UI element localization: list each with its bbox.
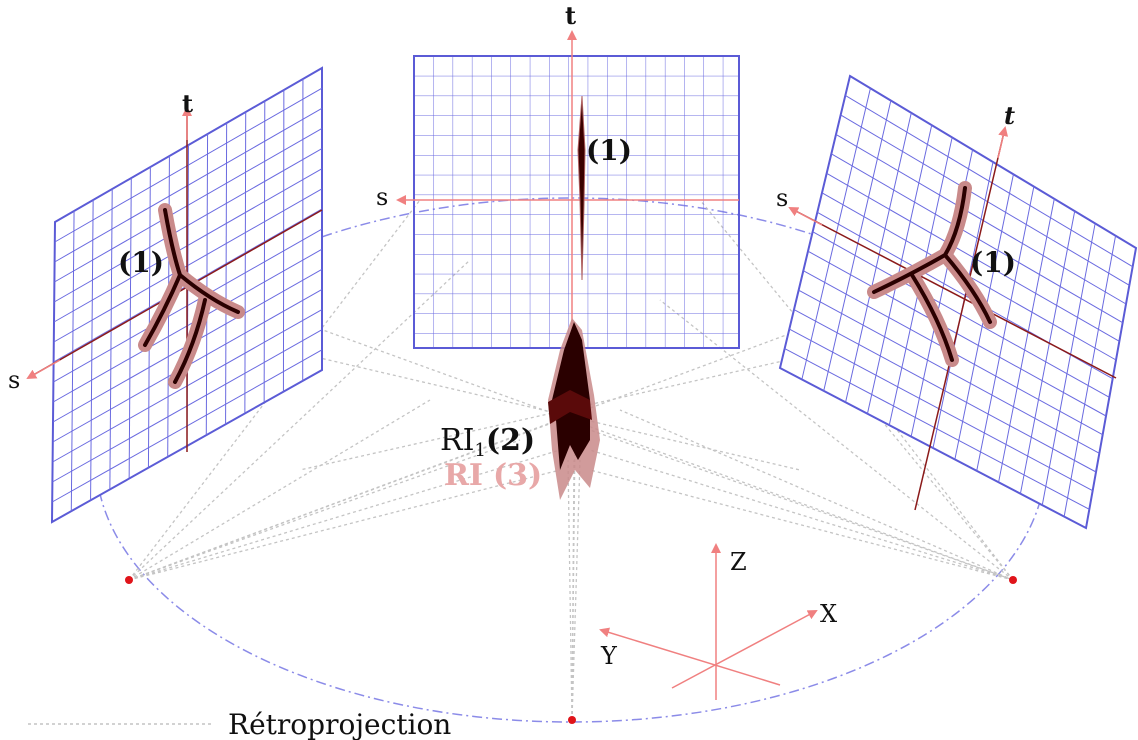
left-projection-panel: s t (1): [8, 66, 323, 524]
y-axis: [599, 627, 781, 686]
xray-sources: [125, 576, 1017, 724]
left-t-label: t: [182, 89, 193, 118]
backprojection-rays: [128, 199, 1014, 721]
center-projection-panel: s t (1): [376, 1, 740, 349]
legend-label: Rétroprojection: [228, 708, 451, 740]
left-s-label: s: [8, 366, 20, 394]
left-vessel-projection: [138, 203, 245, 389]
left-proj-label: (1): [118, 246, 164, 279]
left-s-arrow: [26, 359, 61, 379]
ri1-label: RI1(2): [440, 423, 535, 461]
y-axis-label: Y: [600, 642, 618, 670]
right-grid-frame: [778, 74, 1138, 530]
center-vessel-projection: [577, 95, 586, 281]
right-vessel-projection: [867, 181, 997, 367]
center-s-label: s: [376, 183, 388, 211]
right-s-axis: [789, 207, 1117, 379]
source-bottom: [568, 716, 576, 724]
right-s-arrow: [788, 207, 823, 226]
source-right: [1009, 576, 1017, 584]
center-t-label: t: [565, 1, 576, 30]
x-axis-label: X: [820, 600, 837, 628]
world-axes: [599, 543, 818, 700]
ri-label: RI(3): [444, 458, 542, 493]
right-t-label: t: [1004, 101, 1015, 130]
x-axis: [671, 610, 818, 689]
center-proj-label: (1): [586, 134, 632, 167]
right-projection-panel: s t (1): [776, 74, 1138, 530]
right-t-axis: [914, 127, 1006, 511]
right-s-label: s: [776, 184, 788, 212]
right-t-arrow: [997, 126, 1009, 159]
reconstruction-labels: RI1(2) RI(3): [440, 423, 542, 493]
right-proj-label: (1): [970, 246, 1016, 279]
right-grid-lines: [784, 88, 1133, 517]
source-left: [125, 576, 133, 584]
reconstruction-volume: [548, 318, 600, 500]
legend: Rétroprojection: [28, 708, 451, 740]
center-grid: [413, 55, 740, 349]
z-axis-label: Z: [730, 548, 747, 576]
